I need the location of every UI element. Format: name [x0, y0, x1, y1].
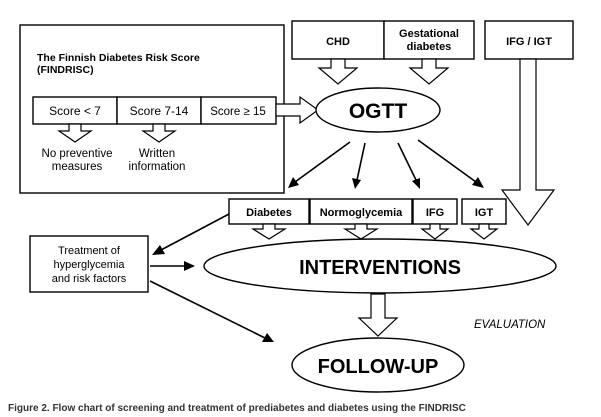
- arrow-igt-to-interventions: [469, 223, 499, 240]
- arrow-ifg-igt-to-interventions: [500, 58, 556, 227]
- arrow-score-low-down: [57, 123, 93, 143]
- arrow-diabetes-to-treatment-head: [152, 245, 165, 255]
- ogtt-result-arrows: [288, 139, 484, 189]
- outcome-low-line2: measures: [52, 161, 103, 173]
- gestational-label-line1: Gestational: [399, 28, 459, 40]
- score-low-label: Score < 7: [49, 104, 101, 118]
- arrow-ogtt-to-diabetes: [294, 141, 351, 183]
- arrow-treatment-to-interventions-head: [184, 261, 195, 271]
- arrow-ogtt-to-ifg-head: [412, 178, 420, 189]
- ogtt-ellipse: [315, 87, 441, 133]
- arrow-gestational-to-ogtt: [408, 58, 450, 85]
- arrow-ogtt-to-igt-head: [472, 177, 484, 188]
- treatment-line3: and risk factors: [52, 273, 127, 285]
- findrisc-title-line1: The Finnish Diabetes Risk Score: [37, 52, 200, 64]
- arrow-normoglycemia-to-interventions: [342, 223, 380, 240]
- ogtt-label: OGTT: [349, 100, 407, 123]
- findrisc-title-line2: (FINDRISC): [37, 64, 94, 76]
- score-mid-label: Score 7-14: [130, 104, 189, 118]
- arrow-interventions-to-followup: [357, 293, 399, 337]
- treatment-box: [29, 235, 149, 293]
- outcome-mid-line2: information: [129, 161, 186, 173]
- normoglycemia-box: [309, 198, 413, 225]
- chd-label: CHD: [326, 36, 350, 48]
- arrow-treatment-to-followup-head: [262, 333, 274, 342]
- interventions-label: INTERVENTIONS: [299, 257, 461, 279]
- arrow-diabetes-to-interventions: [250, 223, 288, 240]
- figure-caption: Figure 2. Flow chart of screening and tr…: [8, 403, 466, 414]
- ifg-igt-label: IFG / IGT: [506, 36, 552, 48]
- arrow-ifg-to-interventions: [420, 223, 450, 240]
- arrow-ogtt-to-diabetes-head: [288, 177, 299, 188]
- arrow-ogtt-to-normoglycemia: [356, 142, 366, 181]
- ifg-label: IFG: [426, 207, 444, 219]
- outcome-mid-line1: Written: [139, 148, 175, 160]
- arrow-score-high-to-ogtt: [275, 95, 320, 125]
- igt-label: IGT: [475, 207, 494, 219]
- score-high-label: Score ≥ 15: [210, 106, 266, 118]
- followup-label: FOLLOW-UP: [318, 356, 439, 378]
- arrow-score-mid-down: [141, 123, 177, 143]
- normoglycemia-label: Normoglycemia: [320, 207, 403, 219]
- arrow-diabetes-to-treatment: [160, 213, 230, 251]
- arrow-ogtt-to-normoglycemia-head: [352, 178, 361, 189]
- gestational-box: [383, 20, 475, 60]
- evaluation-label: EVALUATION: [474, 319, 546, 331]
- igt-box: [461, 198, 507, 225]
- arrow-ogtt-to-ifg: [397, 142, 417, 181]
- interventions-ellipse: [203, 238, 557, 294]
- treatment-line1: Treatment of: [58, 245, 121, 257]
- arrow-ogtt-to-igt: [417, 139, 477, 183]
- followup-ellipse: [291, 337, 465, 393]
- outcome-low-line1: No preventive: [42, 148, 113, 160]
- gestational-label-line2: diabetes: [407, 41, 452, 53]
- arrow-treatment-to-followup: [149, 280, 266, 339]
- chd-box: [291, 20, 385, 60]
- arrow-chd-to-ogtt: [317, 58, 359, 85]
- treatment-line2: hyperglycemia: [54, 259, 126, 271]
- diabetes-label: Diabetes: [246, 207, 292, 219]
